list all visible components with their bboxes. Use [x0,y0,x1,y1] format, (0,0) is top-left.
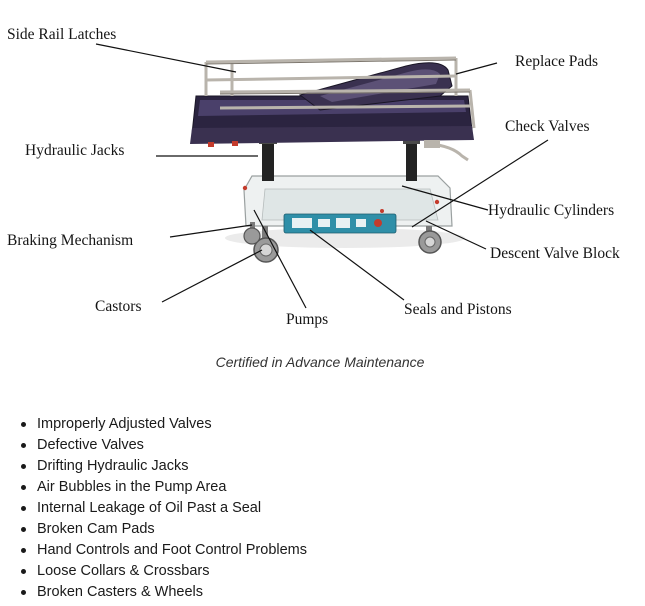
leader-seals-and-pistons [309,229,405,301]
list-item: Broken Casters & Wheels [21,582,307,603]
label-castors: Castors [95,298,142,315]
label-hydraulic-jacks: Hydraulic Jacks [25,142,124,159]
list-item: Defective Valves [21,435,307,456]
diagram-labels: Side Rail Latches Replace Pads Check Val… [7,26,620,328]
stretcher-litter [190,62,474,144]
issue-list: Improperly Adjusted Valves Defective Val… [21,414,307,603]
label-hydraulic-cylinders: Hydraulic Cylinders [488,202,614,219]
label-seals-and-pistons: Seals and Pistons [404,301,512,318]
list-item: Improperly Adjusted Valves [21,414,307,435]
label-side-rail-latches: Side Rail Latches [7,26,116,43]
leader-check-valves [411,139,549,228]
list-item: Hand Controls and Foot Control Problems [21,540,307,561]
leader-lines [95,43,549,309]
list-item: Internal Leakage of Oil Past a Seal [21,498,307,519]
list-item: Loose Collars & Crossbars [21,561,307,582]
label-braking-mechanism: Braking Mechanism [7,232,133,249]
stretcher-base [242,175,453,234]
label-replace-pads: Replace Pads [515,53,598,70]
list-item: Broken Cam Pads [21,519,307,540]
leader-side-rail-latches [95,43,237,73]
leader-descent-valve-block [425,220,487,250]
stretcher-illustration [190,56,476,263]
leader-castors [161,249,263,303]
hydraulic-column-left [262,141,274,181]
castor-front-right [418,226,442,254]
leader-hydraulic-cylinders [401,185,489,211]
leader-pumps [253,209,307,309]
hydraulic-column-right [406,141,417,181]
diagram-caption: Certified in Advance Maintenance [215,354,425,370]
label-check-valves: Check Valves [505,118,590,135]
side-rails [204,56,476,129]
label-pumps: Pumps [286,311,328,328]
leader-replace-pads [455,62,498,75]
list-item: Drifting Hydraulic Jacks [21,456,307,477]
label-descent-valve-block: Descent Valve Block [490,245,620,262]
castor-rear [243,222,261,245]
leader-braking-mechanism [169,224,253,238]
list-item: Air Bubbles in the Pump Area [21,477,307,498]
stretcher-diagram: Side Rail Latches Replace Pads Check Val… [7,26,620,328]
